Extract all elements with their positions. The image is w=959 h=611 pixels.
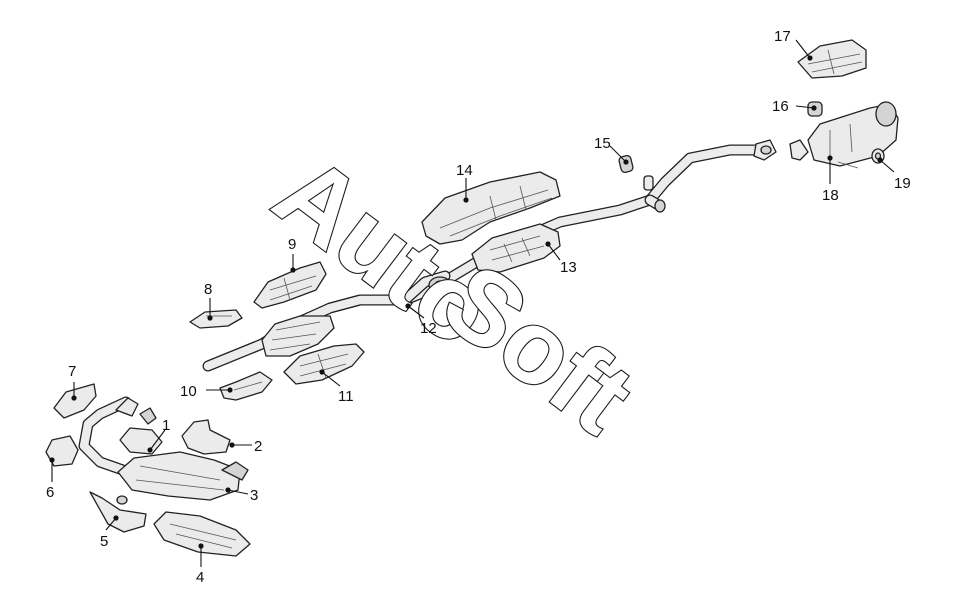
callout-18: 18 [822, 187, 839, 204]
callout-14: 14 [456, 162, 473, 179]
callout-12: 12 [420, 320, 437, 337]
leader-15 [609, 145, 627, 163]
callout-4: 4 [196, 569, 204, 586]
dot-9 [290, 267, 296, 273]
callout-8: 8 [204, 281, 212, 298]
heat-shield-4 [153, 511, 251, 557]
callout-7: 7 [68, 363, 76, 380]
leader-13 [547, 243, 561, 261]
leader-16 [795, 105, 815, 109]
front-catalytic-converter [261, 315, 335, 357]
leader-12 [407, 305, 425, 319]
leader-17 [795, 39, 811, 59]
callout-dots [49, 55, 883, 549]
dot-11 [319, 369, 325, 375]
leader-11 [321, 371, 341, 387]
pipe-hanger-mid [643, 175, 666, 213]
callout-labels: 1 2 3 4 5 6 7 8 9 10 11 12 13 14 15 16 1… [46, 28, 911, 586]
heat-shield-17 [797, 39, 867, 79]
callout-1: 1 [162, 417, 170, 434]
heat-shield-7 [53, 383, 97, 419]
dot-16 [811, 105, 817, 111]
dot-14 [463, 197, 469, 203]
pipe-flange-rear [753, 139, 777, 161]
callout-13: 13 [560, 259, 577, 276]
callout-19: 19 [894, 175, 911, 192]
catalytic-converter-9 [253, 261, 327, 309]
bracket-10 [219, 371, 273, 401]
dot-3 [225, 487, 231, 493]
bracket-8 [189, 309, 243, 329]
leader-5 [105, 517, 117, 531]
callout-5: 5 [100, 533, 108, 550]
callout-10: 10 [180, 383, 197, 400]
dot-4 [198, 543, 204, 549]
callout-16: 16 [772, 98, 789, 115]
center-catalytic-converter-13 [471, 223, 561, 273]
dot-7 [71, 395, 77, 401]
heat-shield-2 [181, 419, 231, 455]
front-exhaust-pipe-assembly-3 [78, 396, 249, 501]
callout-15: 15 [594, 135, 611, 152]
dot-12 [405, 303, 411, 309]
dot-1 [147, 447, 153, 453]
dot-18 [827, 155, 833, 161]
dot-17 [807, 55, 813, 61]
dot-10 [227, 387, 233, 393]
heat-shield-1 [119, 407, 163, 455]
heat-shield-14 [421, 171, 561, 245]
leader-19 [879, 159, 895, 173]
dot-8 [207, 315, 213, 321]
pipe-flange-front [428, 276, 452, 294]
callout-11: 11 [338, 388, 354, 405]
callout-6: 6 [46, 484, 54, 501]
catalytic-converter-11 [283, 343, 365, 385]
dot-15 [623, 159, 629, 165]
dot-5 [113, 515, 119, 521]
callout-2: 2 [254, 438, 262, 455]
callout-9: 9 [288, 236, 296, 253]
leader-3 [227, 489, 249, 495]
watermark: Auto Soft [253, 133, 654, 458]
callout-3: 3 [250, 487, 258, 504]
dot-19 [877, 157, 883, 163]
callout-17: 17 [774, 28, 791, 45]
callout-leaders [51, 39, 895, 567]
heat-shield-5 [89, 491, 147, 533]
dot-13 [545, 241, 551, 247]
dot-6 [49, 457, 55, 463]
dot-2 [229, 442, 235, 448]
leader-1 [149, 429, 166, 451]
